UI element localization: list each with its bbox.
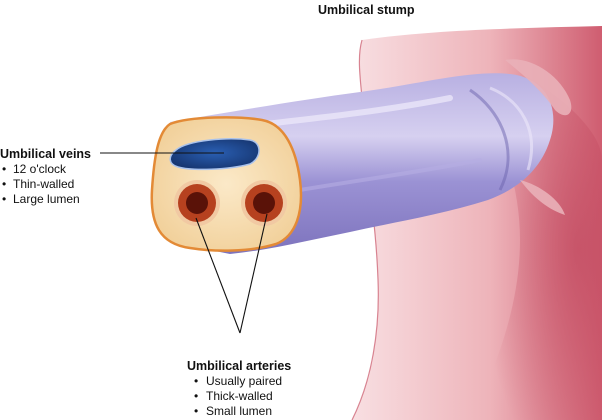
diagram-title: Umbilical stump [318,3,415,17]
artery-leader-line-left [195,217,241,334]
veins-title: Umbilical veins [0,147,92,161]
leader-lines [100,152,268,334]
umbilical-vein [169,138,260,171]
cord-cross-section [150,116,303,252]
arteries-title: Umbilical arteries [187,359,292,373]
arteries-bullet-3: Small lumen [187,404,291,419]
veins-bullet-2: Thin-walled [0,177,91,192]
arteries-label: Umbilical arteries Usually paired Thick-… [187,359,291,419]
arteries-bullet-2: Thick-walled [187,389,291,404]
umbilical-artery-right [241,180,287,226]
veins-label: Umbilical veins 12 o'clock Thin-walled L… [0,147,91,207]
veins-bullet-3: Large lumen [0,192,91,207]
arteries-bullet-list: Usually paired Thick-walled Small lumen [187,374,291,419]
arteries-bullet-1: Usually paired [187,374,291,389]
artery-leader-line-right [239,213,268,334]
veins-bullet-list: 12 o'clock Thin-walled Large lumen [0,162,91,207]
veins-bullet-1: 12 o'clock [0,162,91,177]
umbilical-artery-left [174,180,220,226]
